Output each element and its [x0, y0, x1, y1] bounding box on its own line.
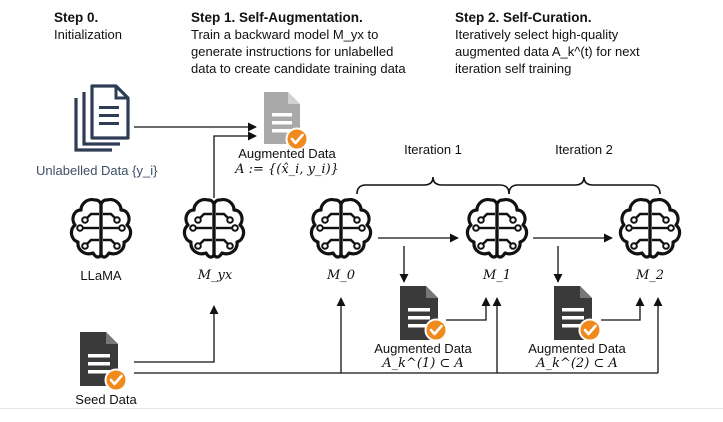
- iteration-2-brace: [508, 176, 661, 195]
- myx-label: M_yx: [197, 268, 233, 283]
- m0-brain-icon: [309, 198, 373, 259]
- augmented-data-1-formula: A_k^(1) ⊂ A: [382, 356, 464, 371]
- augmented-data-top-label: Augmented Data: [238, 146, 336, 161]
- step1-desc-line3: data to create candidate training data: [191, 61, 406, 76]
- step2-title: Step 2. Self-Curation.: [455, 10, 592, 25]
- step2-desc-line3: iteration self training: [455, 61, 572, 76]
- step2-desc-line1: Iteratively select high-quality: [455, 27, 619, 42]
- step0-title: Step 0.: [54, 10, 99, 25]
- augmented-data-1-doc-icon: [400, 286, 448, 342]
- step1-desc-line1: Train a backward model M_yx to: [191, 27, 379, 42]
- step1-title: Step 1. Self-Augmentation.: [191, 10, 363, 25]
- step1-desc-line2: generate instructions for unlabelled: [191, 44, 394, 59]
- m2-brain-icon: [618, 198, 682, 259]
- arrow-aug2-to-m2: [601, 297, 645, 321]
- m0-label: M_0: [326, 268, 356, 283]
- iteration-2-label: Iteration 2: [555, 142, 613, 157]
- augmented-data-1-label: Augmented Data: [374, 341, 472, 356]
- iteration-1-label: Iteration 1: [404, 142, 462, 157]
- m1-brain-icon: [465, 198, 529, 259]
- m2-label: M_2: [635, 268, 665, 283]
- arrow-seed-to-myx: [134, 305, 219, 363]
- seed-data-label: Seed Data: [75, 392, 137, 407]
- unlabelled-data-label: Unlabelled Data {y_i}: [36, 163, 158, 178]
- iteration-1-brace: [356, 176, 510, 195]
- seed-data-doc-icon: [80, 332, 128, 392]
- step0-desc: Initialization: [54, 27, 122, 42]
- augmented-data-top-formula: A := {(x̂_i, y_i)}: [235, 162, 339, 177]
- arrow-myx-to-augmented: [213, 131, 257, 198]
- m1-label: M_1: [482, 268, 512, 283]
- augmented-data-2-label: Augmented Data: [528, 341, 626, 356]
- step2-desc-line2: augmented data A_k^(t) for next: [455, 44, 640, 59]
- augmented-data-2-doc-icon: [554, 286, 602, 342]
- stacked-documents-icon: [74, 84, 130, 152]
- llama-brain-icon: [69, 198, 133, 259]
- augmented-data-doc-icon: [264, 92, 309, 151]
- llama-label: LLaMA: [80, 268, 122, 283]
- footer-divider: [0, 408, 723, 409]
- myx-brain-icon: [182, 198, 246, 259]
- augmented-data-2-formula: A_k^(2) ⊂ A: [536, 356, 618, 371]
- arrow-aug1-to-m1: [446, 297, 491, 321]
